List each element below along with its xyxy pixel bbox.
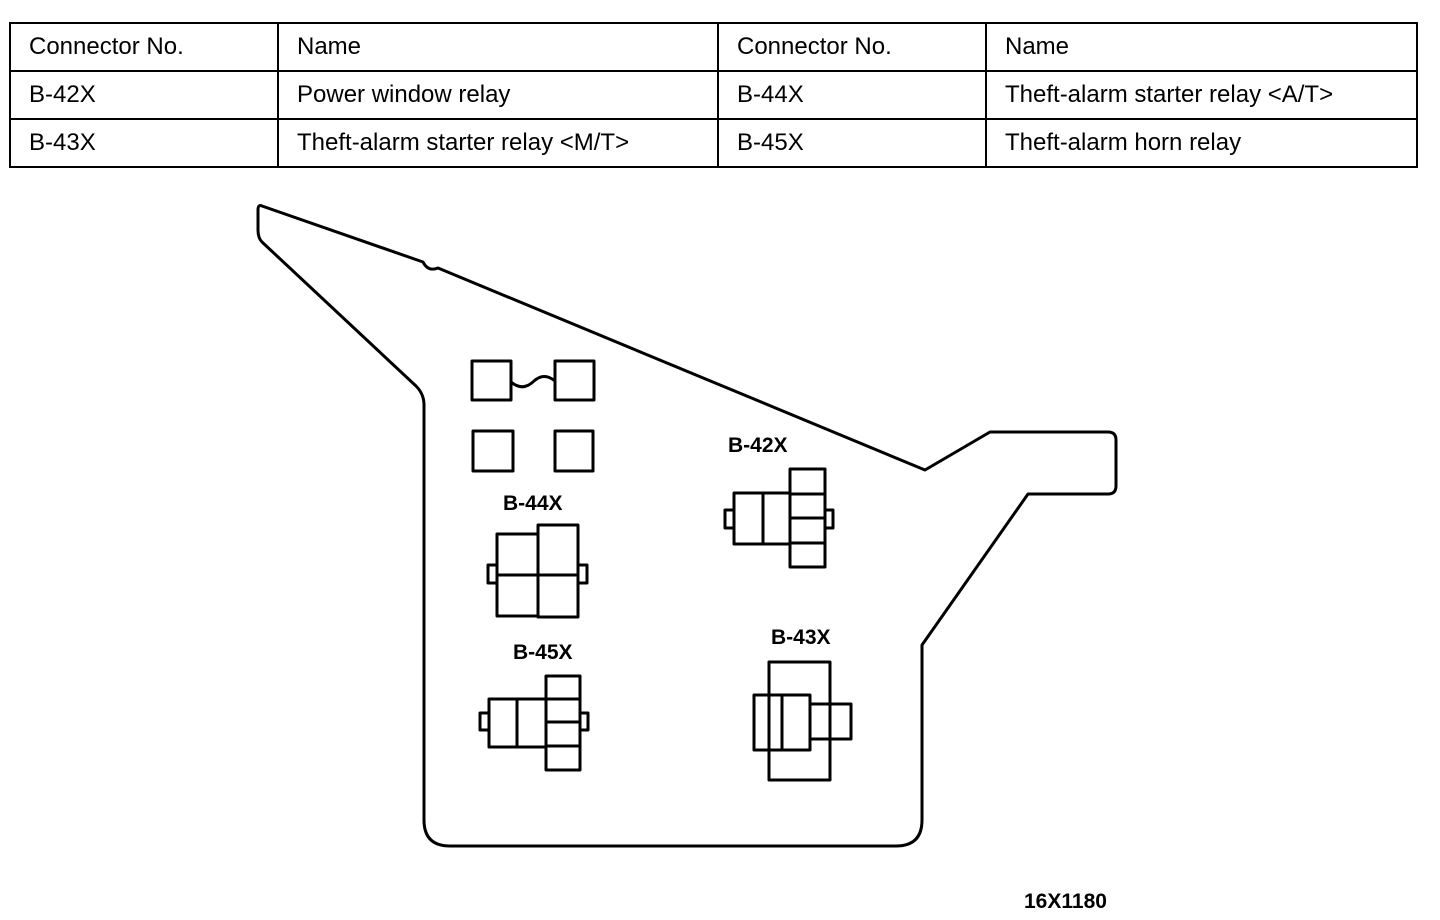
header-name-2: Name bbox=[985, 22, 1418, 72]
connector-b42x bbox=[723, 467, 835, 569]
small-relay-group bbox=[470, 359, 596, 473]
small-relay bbox=[553, 359, 596, 402]
connector-b44x bbox=[486, 523, 589, 619]
small-relay bbox=[553, 429, 595, 473]
small-relay bbox=[470, 359, 513, 402]
row1-name-1: Power window relay bbox=[277, 70, 719, 120]
connector-b43x bbox=[752, 660, 853, 782]
row2-connector-1: B-43X bbox=[9, 118, 279, 168]
jumper-wire bbox=[510, 375, 556, 389]
header-name-1: Name bbox=[277, 22, 719, 72]
table-header-row: Connector No. Name Connector No. Name bbox=[9, 22, 1418, 72]
row2-connector-2: B-45X bbox=[717, 118, 987, 168]
connector-table: Connector No. Name Connector No. Name B-… bbox=[9, 22, 1418, 168]
row2-name-1: Theft-alarm starter relay <M/T> bbox=[277, 118, 719, 168]
table-row: B-43X Theft-alarm starter relay <M/T> B-… bbox=[9, 118, 1418, 168]
row1-connector-1: B-42X bbox=[9, 70, 279, 120]
header-connector-no-1: Connector No. bbox=[9, 22, 279, 72]
label-b45x: B-45X bbox=[513, 641, 573, 664]
label-b43x: B-43X bbox=[771, 626, 831, 649]
row2-name-2: Theft-alarm horn relay bbox=[985, 118, 1418, 168]
relay-box-outline bbox=[256, 204, 1118, 848]
row1-connector-2: B-44X bbox=[717, 70, 987, 120]
label-b44x: B-44X bbox=[503, 492, 563, 515]
small-relay bbox=[471, 429, 515, 473]
header-connector-no-2: Connector No. bbox=[717, 22, 987, 72]
figure-code: 16X1180 bbox=[1024, 890, 1107, 913]
row1-name-2: Theft-alarm starter relay <A/T> bbox=[985, 70, 1418, 120]
label-b42x: B-42X bbox=[728, 434, 788, 457]
connector-b45x bbox=[478, 674, 590, 772]
table-row: B-42X Power window relay B-44X Theft-ala… bbox=[9, 70, 1418, 120]
